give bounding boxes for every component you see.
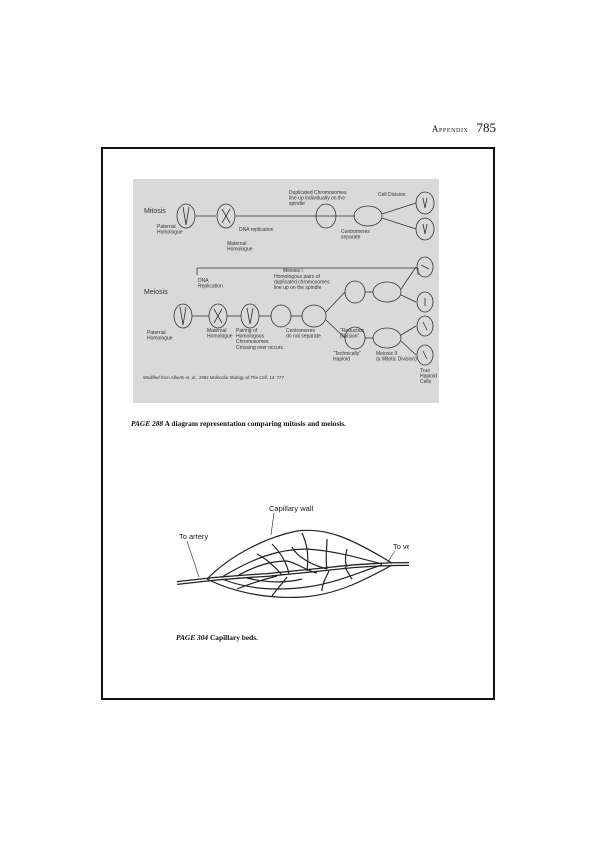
mitosis-daughter-2 <box>415 217 435 241</box>
caption-ref: PAGE 304 <box>176 633 209 642</box>
meiosis-cell-9 <box>372 327 402 349</box>
mitosis-cell-2 <box>216 203 236 229</box>
haploid-cell-1 <box>416 256 434 278</box>
caption-text: A diagram representation comparing mitos… <box>164 419 346 428</box>
to-vein-label: To vein <box>393 542 409 551</box>
haploid-cell-4 <box>416 344 434 366</box>
meiosis-cell-3 <box>240 303 260 329</box>
caption-mitosis-meiosis: PAGE 288 A diagram representation compar… <box>131 419 346 428</box>
page-number: 785 <box>476 120 497 135</box>
running-head-label: Appendix <box>431 124 469 134</box>
caption-text: Capillary beds. <box>209 633 259 642</box>
capillary-bed-figure: Capillary wall To artery To vein <box>176 499 417 619</box>
haploid-cell-2 <box>416 291 434 313</box>
mitosis-label: Mitosis <box>144 208 166 215</box>
meiosis-i-label: Meiosis I <box>283 268 303 274</box>
mitosis-daughter-1 <box>415 191 435 215</box>
technically-haploid-label: "Technically"Haploid <box>333 351 361 363</box>
meiosis-cell-8 <box>372 281 402 303</box>
to-artery-label: To artery <box>179 532 208 541</box>
cell-division-label: Cell Division <box>378 192 406 198</box>
meiosis-ii-label: Meiosis II(a Mitotic Division) <box>376 351 417 363</box>
mitosis-cell-1 <box>176 203 196 229</box>
mitosis-cell-4 <box>353 205 383 227</box>
capillary-bed-illustration: Capillary wall To artery To vein <box>176 504 417 598</box>
meiosis-cell-5 <box>301 304 327 328</box>
caption-capillary-beds: PAGE 304 Capillary beds. <box>176 633 258 642</box>
source-note: Modified from Alberts et. al., 1983 Mole… <box>143 375 284 380</box>
meiosis-cell-4 <box>270 304 292 328</box>
capillary-wall-label: Capillary wall <box>269 504 314 513</box>
haploid-cell-3 <box>416 315 434 337</box>
caption-ref: PAGE 288 <box>131 419 164 428</box>
meiosis-cell-6 <box>344 280 366 304</box>
running-head: Appendix 785 <box>432 120 496 136</box>
mitosis-dna-label: DNA replication <box>239 227 274 233</box>
meiosis-label: Meiosis <box>144 289 168 296</box>
